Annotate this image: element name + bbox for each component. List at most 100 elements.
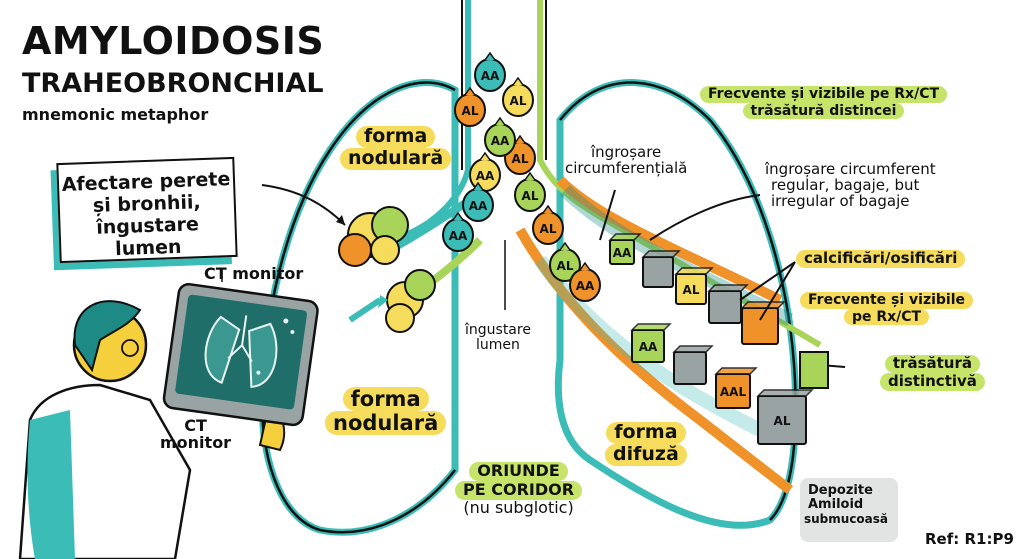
luggage-label: AL bbox=[462, 104, 479, 118]
label-line: trăsătură distincei bbox=[742, 102, 905, 120]
distinctive-feature-label: trăsătură distinctivă bbox=[880, 355, 985, 391]
origin-label: ORIUNDE PE CORIDOR (nu subglotic) bbox=[455, 462, 583, 517]
luggage-label: AL bbox=[512, 152, 529, 166]
frequent-visible-label-mid: Frecvente și vizibile pe Rx/CT bbox=[800, 292, 974, 326]
label-line: forma bbox=[355, 126, 436, 148]
label-line: ORIUNDE bbox=[469, 462, 568, 481]
luggage-box bbox=[707, 284, 749, 324]
luggage-label: AL bbox=[683, 283, 700, 297]
upper-bronchus-boxes: AA AL bbox=[608, 233, 786, 345]
label-line: circumferențială bbox=[565, 158, 688, 177]
label-line: lumen bbox=[476, 336, 520, 353]
luggage-box bbox=[641, 250, 681, 288]
thickening-label: îngroșare circumferențială bbox=[565, 143, 688, 177]
ct-label-line: CT bbox=[184, 416, 207, 435]
luggage-label: AL bbox=[510, 94, 527, 108]
label-line: îngroșare circumferent bbox=[765, 160, 936, 178]
frequent-visible-label-top: Frecvente și vizibile pe Rx/CT trăsătură… bbox=[700, 86, 948, 120]
luggage-label: AAL bbox=[720, 385, 747, 399]
luggage-label: AA bbox=[449, 229, 468, 243]
luggage-label: AA bbox=[491, 134, 510, 148]
ct-lungs-image bbox=[204, 315, 278, 388]
nodular-form-label-bottom: forma nodulară bbox=[325, 387, 447, 436]
wall-damage-sign: Afectare perete și bronhii, îngustare lu… bbox=[56, 156, 238, 264]
luggage-bag: AL bbox=[454, 86, 486, 127]
page-subtitle-main: TRAHEOBRONCHIAL bbox=[22, 68, 324, 99]
luggage-label: AL bbox=[557, 259, 574, 273]
nodule-cluster-lower bbox=[385, 269, 436, 333]
luggage-box bbox=[672, 345, 714, 385]
label-line: difuză bbox=[605, 443, 687, 466]
label-line: nodulară bbox=[325, 411, 447, 436]
label-line: PE CORIDOR bbox=[455, 480, 583, 500]
label-line: regular, bagaje, but bbox=[771, 175, 920, 194]
luggage-label: AL bbox=[522, 189, 539, 203]
luggage-label: AA bbox=[613, 246, 632, 260]
label-line: (nu subglotic) bbox=[463, 497, 574, 517]
luggage-box: AL bbox=[756, 389, 814, 445]
luggage-label: AA bbox=[639, 340, 658, 354]
label-line: distinctivă bbox=[880, 372, 985, 391]
thickening-detail-label: îngroșare circumferent regular, bagaje, … bbox=[765, 160, 936, 209]
ct-tablet bbox=[162, 282, 319, 427]
label-line: forma bbox=[342, 387, 429, 412]
calcifications-label: calcificări/osificări bbox=[796, 250, 966, 268]
page-subtitle: mnemonic metaphor bbox=[22, 105, 209, 124]
label-line: Amiloid bbox=[808, 497, 864, 513]
narrowing-label: îngustare lumen bbox=[465, 323, 531, 352]
leader-line-thickening bbox=[599, 189, 616, 241]
label-line: Frecvente și vizibile bbox=[800, 292, 974, 309]
submucosal-deposits-box: Depozite Amiloid submucoasă bbox=[800, 478, 898, 542]
luggage-bag: AA bbox=[569, 261, 601, 302]
luggage-bag: AA bbox=[462, 181, 494, 222]
doctor-figure bbox=[18, 300, 286, 559]
luggage-box: AL bbox=[674, 267, 714, 305]
sign-line: îngustare lumen bbox=[95, 212, 200, 260]
page-title: AMYLOIDOSIS bbox=[22, 19, 325, 63]
leader-line-thickening-detail bbox=[649, 194, 761, 241]
luggage-bag: AA bbox=[474, 51, 506, 92]
luggage-label: AL bbox=[774, 414, 791, 428]
label-line: calcificări/osificări bbox=[796, 250, 966, 268]
luggage-label: AA bbox=[481, 69, 500, 83]
label-line: Depozite bbox=[808, 483, 873, 498]
luggage-label: AA bbox=[576, 279, 595, 293]
nodular-form-label-top: forma nodulară bbox=[340, 126, 452, 170]
luggage-box: AA bbox=[608, 233, 642, 265]
luggage-label: AL bbox=[540, 222, 557, 236]
doctor-hair bbox=[73, 300, 142, 373]
ct-monitor-label-bottom: CT monitor bbox=[160, 416, 232, 452]
luggage-box: AA bbox=[630, 323, 672, 363]
ct-label-line: monitor bbox=[160, 432, 232, 452]
luggage-bag: AL bbox=[514, 171, 546, 212]
luggage-bag: AA bbox=[484, 116, 516, 157]
nodule-cluster-upper bbox=[338, 206, 409, 267]
luggage-box: AAL bbox=[714, 367, 758, 409]
label-line: trăsătură bbox=[884, 355, 980, 373]
label-line: nodulară bbox=[340, 147, 452, 170]
luggage-bag: AA bbox=[442, 211, 474, 252]
leader-line-calcification bbox=[739, 261, 796, 321]
airflow-arrow bbox=[348, 297, 382, 323]
luggage-bag: AL bbox=[502, 76, 534, 117]
luggage-bag: AL bbox=[549, 241, 581, 282]
label-line: îngustare bbox=[465, 322, 531, 338]
label-line: îngroșare bbox=[591, 143, 662, 161]
reference-label: Ref: R1:P9 bbox=[925, 530, 1014, 548]
lower-bronchus-thickening bbox=[515, 227, 794, 494]
label-line: pe Rx/CT bbox=[843, 308, 930, 326]
ct-monitor-label-top: CT monitor bbox=[204, 264, 304, 283]
label-line: submucoasă bbox=[804, 511, 889, 526]
label-line: Frecvente și vizibile pe Rx/CT bbox=[700, 86, 948, 103]
luggage-bag: AL bbox=[532, 204, 564, 245]
luggage-label: AA bbox=[476, 169, 495, 183]
upper-bronchus-thickening bbox=[556, 176, 783, 305]
luggage-label: AA bbox=[469, 199, 488, 213]
diffuse-form-label: forma difuză bbox=[605, 422, 687, 466]
luggage-bag: AA bbox=[469, 151, 501, 192]
label-line: forma bbox=[606, 422, 686, 444]
distinctive-box bbox=[799, 351, 829, 389]
lower-bronchus-boxes: AA AAL AL bbox=[630, 323, 814, 445]
